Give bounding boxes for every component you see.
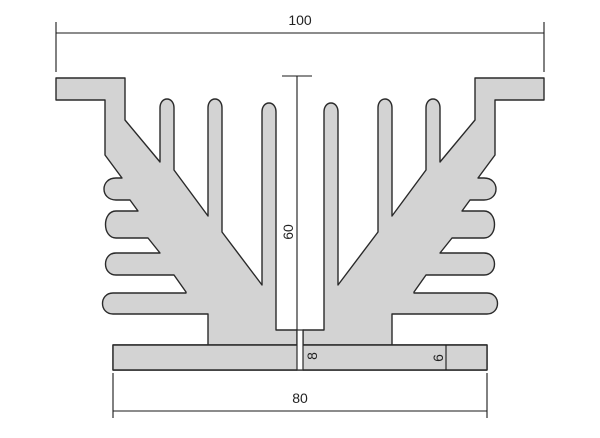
dimension-label-fin-height: 60 bbox=[280, 224, 296, 240]
dimension-flange-thickness: 6 bbox=[430, 345, 447, 370]
heatsink-body-right bbox=[302, 77, 545, 371]
dimension-fin-height: 60 bbox=[280, 75, 312, 330]
dimension-base-width: 80 bbox=[112, 373, 488, 418]
center-slot bbox=[296, 329, 304, 371]
heatsink-profile bbox=[55, 77, 545, 371]
heatsink-body-left bbox=[55, 77, 298, 371]
dimension-label-base-width: 80 bbox=[292, 390, 308, 406]
dimension-label-base-thickness: 8 bbox=[304, 352, 320, 360]
dimension-base-thickness: 8 bbox=[304, 352, 320, 360]
dimension-overall-width: 100 bbox=[55, 12, 545, 72]
dimension-label-overall-width: 100 bbox=[288, 12, 312, 28]
dimension-label-flange-thickness: 6 bbox=[430, 354, 446, 362]
